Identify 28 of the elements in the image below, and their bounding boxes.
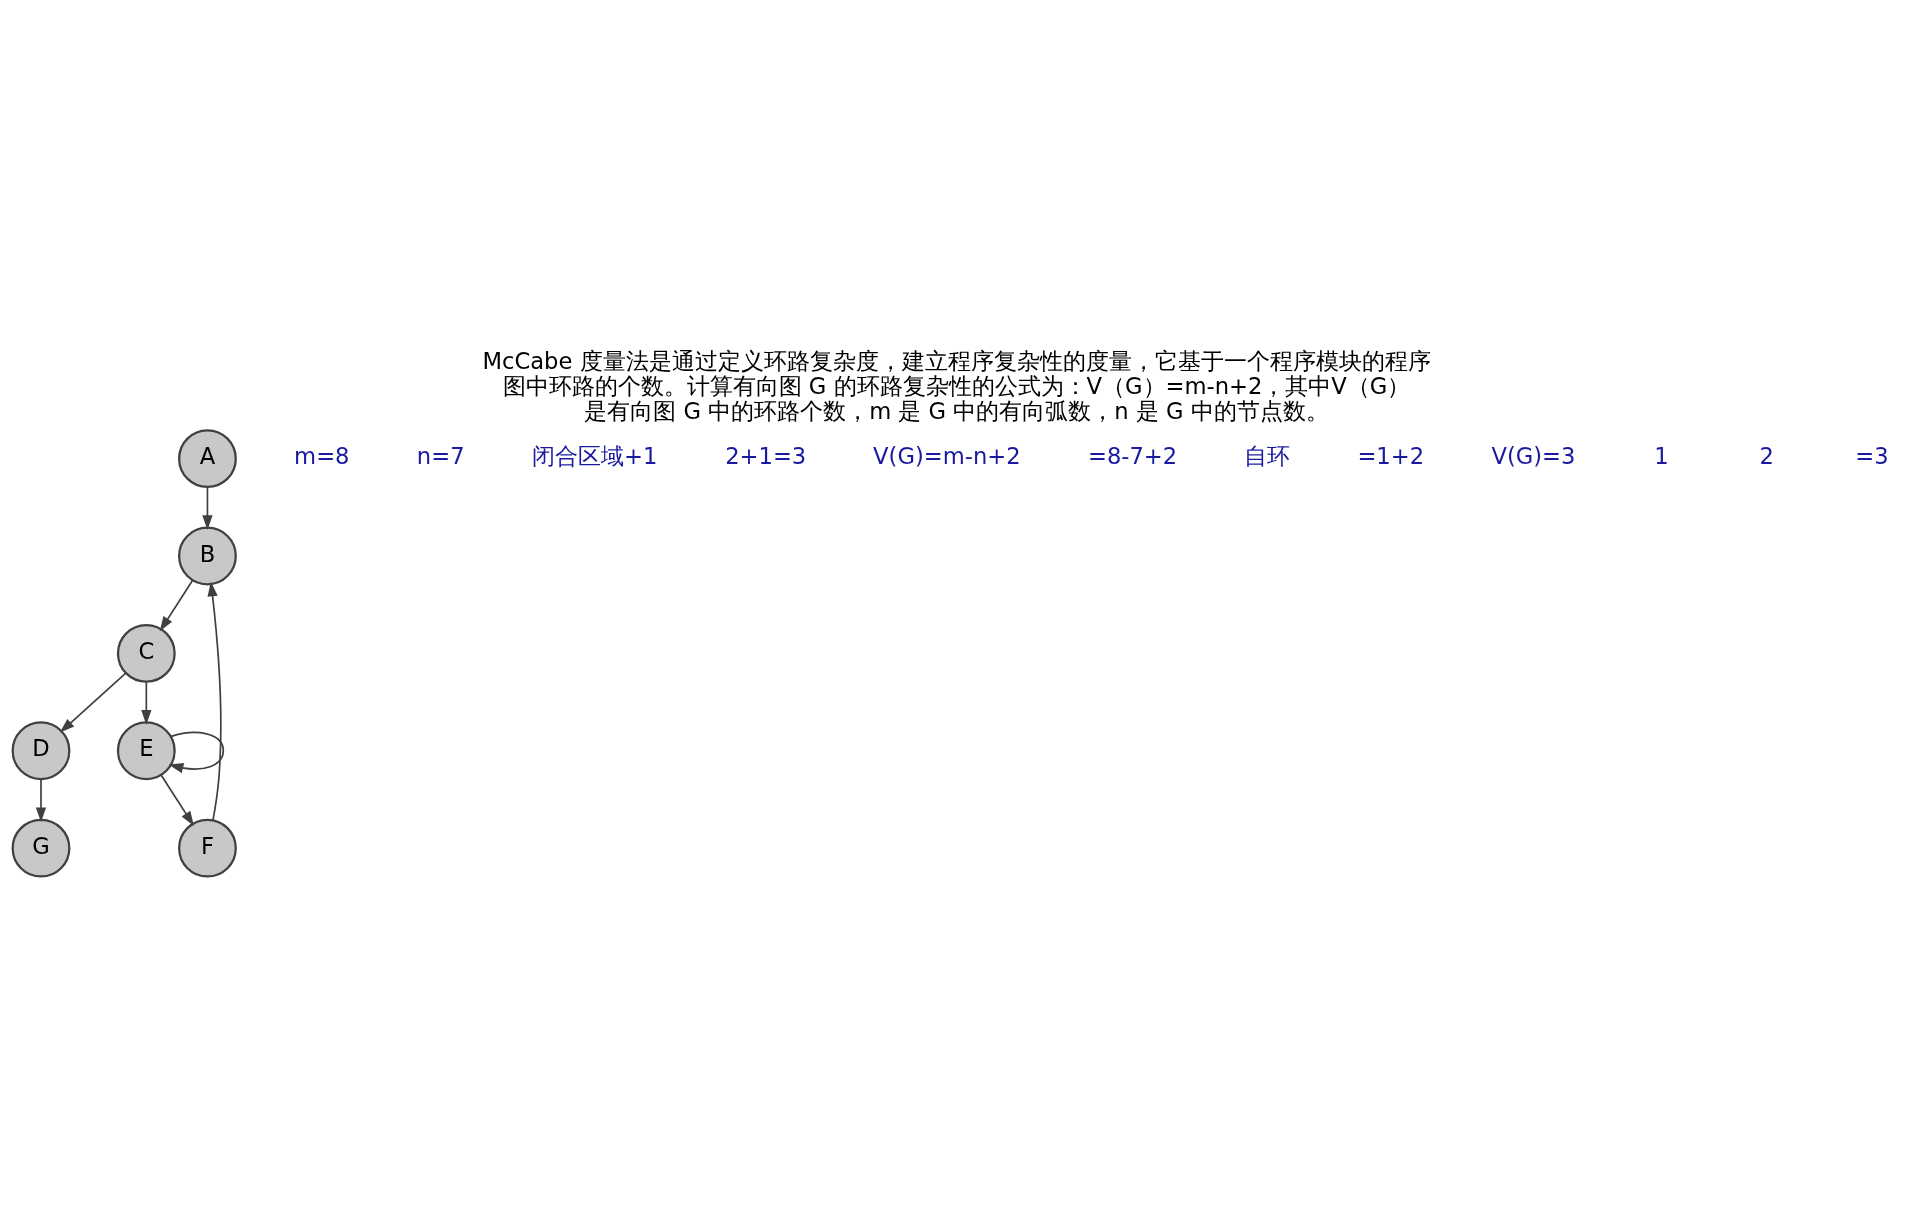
- arrow: [59, 672, 127, 733]
- node-circle: B: [178, 526, 237, 586]
- diagram-title: McCabe 度量法是通过定义环路复杂度，建立程序复杂性的度量，它基于一个程序模块的程序图中环路的个数。计算有向图 G 的环路复杂性的公式为：V（G）=m-n+2，其中V（G）是有向图 G 中的环路个数，m 是 G 中的有向弧数，n 是 G 中的节点数。: [482, 348, 1431, 424]
- arrow: [159, 579, 194, 632]
- label: =3: [1855, 443, 1889, 470]
- arrow: [168, 731, 225, 774]
- label: =1+2: [1357, 443, 1425, 470]
- arrow: [141, 681, 152, 725]
- node-circle: G: [11, 818, 71, 878]
- label: V(G)=3: [1491, 443, 1576, 470]
- label: 1: [1654, 443, 1669, 470]
- node-circle: C: [116, 623, 176, 683]
- label: V(G)=m-n+2: [873, 443, 1021, 470]
- label: 2+1=3: [725, 443, 807, 470]
- label: 2: [1759, 443, 1774, 470]
- arrow: [207, 581, 222, 822]
- label: 闭合区域+1: [532, 443, 658, 470]
- node-circle: D: [11, 721, 71, 781]
- node-circle: F: [178, 818, 237, 878]
- arrow: [35, 778, 47, 823]
- label: 自环: [1244, 443, 1291, 470]
- label: n=7: [416, 443, 465, 470]
- label: =8-7+2: [1087, 443, 1178, 470]
- node-circle: E: [116, 721, 176, 781]
- node-circle: A: [178, 429, 237, 489]
- arrow: [160, 774, 194, 827]
- label: m=8: [294, 443, 350, 470]
- arrow: [202, 486, 213, 530]
